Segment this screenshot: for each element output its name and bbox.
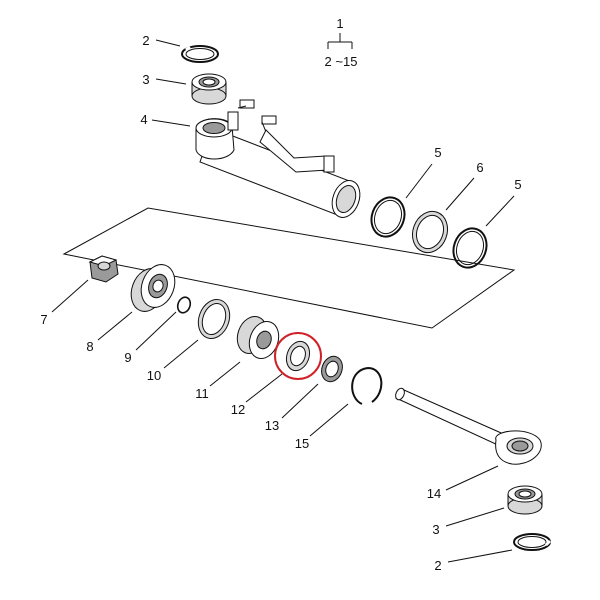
part-11-gland [236, 316, 280, 359]
part-8-piston [130, 264, 176, 312]
leader-lines [51, 39, 515, 563]
assembly-label: 1 2 ~15 [325, 16, 358, 69]
part-9-o-ring [176, 296, 192, 314]
callout-4: 4 [140, 112, 147, 127]
part-2-snap-ring-bottom [513, 533, 552, 551]
callout-3-top: 3 [142, 72, 149, 87]
callout-2-bottom: 2 [434, 558, 441, 573]
highlight-circle [274, 332, 322, 380]
assembly-bracket [327, 33, 353, 49]
callout-9: 9 [124, 350, 131, 365]
part-5-ring-a [370, 196, 406, 238]
part-4-cylinder-tube [195, 99, 361, 218]
callout-15: 15 [295, 436, 309, 451]
callout-2-top: 2 [142, 33, 149, 48]
callout-labels: 2 3 4 5 6 5 7 8 9 10 11 12 13 15 14 3 2 [40, 33, 521, 573]
callout-7: 7 [40, 312, 47, 327]
part-14-piston-rod [395, 387, 542, 465]
part-12-seal-highlighted [274, 332, 322, 380]
piston-group-outline [62, 207, 516, 329]
part-13-wiper [321, 355, 343, 383]
part-2-snap-ring-top [181, 45, 219, 63]
assembly-number: 1 [336, 16, 343, 31]
callout-5-b: 5 [514, 177, 521, 192]
part-10-piston-seal [197, 299, 231, 339]
part-7-hex-nut [88, 255, 119, 283]
callout-12: 12 [231, 402, 245, 417]
callout-5-a: 5 [434, 145, 441, 160]
callout-11: 11 [195, 386, 209, 401]
part-6-seal-ring [411, 210, 449, 254]
callout-10: 10 [147, 368, 161, 383]
assembly-range: 2 ~15 [325, 54, 358, 69]
callout-13: 13 [265, 418, 279, 433]
part-5-ring-b [452, 227, 488, 269]
callout-3-bottom: 3 [432, 522, 439, 537]
part-15-snap-ring [351, 366, 383, 405]
callout-8: 8 [86, 339, 93, 354]
callout-14: 14 [427, 486, 441, 501]
part-3-bearing-bottom [507, 485, 543, 515]
part-3-bearing-top [191, 73, 227, 105]
callout-6: 6 [476, 160, 483, 175]
